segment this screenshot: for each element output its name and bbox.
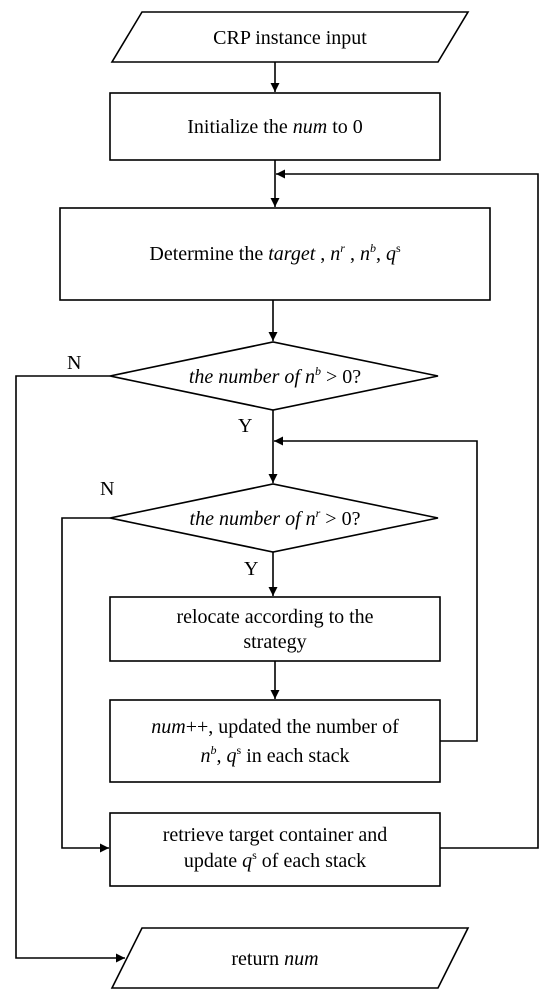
- relocate-label-line2: strategy: [243, 631, 306, 653]
- determine-box: [59, 207, 491, 301]
- decision-nr-label: the number of nr > 0?: [190, 506, 361, 530]
- retrieve-label-line1: retrieve target container and: [163, 824, 388, 846]
- init-label: Initialize the num to 0: [187, 116, 363, 138]
- decision-nb-label: the number of nb > 0?: [189, 364, 361, 388]
- arrow-update-loop-back: [274, 436, 478, 742]
- init-box: [109, 92, 441, 161]
- retrieve-label-line2: update qs of each stack: [184, 848, 366, 872]
- arrow-retrieve-loop-back: [276, 169, 539, 849]
- label-y-outer: Y: [238, 415, 252, 437]
- label-n-outer: N: [67, 352, 81, 374]
- arrow-decision-nr-no: [61, 517, 110, 853]
- label-n-inner: N: [100, 478, 114, 500]
- input-label: CRP instance input: [213, 27, 367, 49]
- return-label: return num: [231, 948, 318, 970]
- input-parallelogram: [110, 11, 470, 63]
- arrow-decision-nb-no: [15, 375, 125, 963]
- retrieve-box: [109, 812, 441, 887]
- return-parallelogram: [110, 927, 470, 989]
- relocate-box: [109, 596, 441, 662]
- determine-label: Determine the target , nr , nb, qs: [149, 241, 401, 265]
- decision-nb-diamond: [109, 341, 439, 411]
- label-y-inner: Y: [244, 558, 258, 580]
- relocate-label-line1: relocate according to the: [176, 606, 373, 628]
- update-label-line1: num++, updated the number of: [151, 716, 399, 738]
- update-box: [109, 699, 441, 783]
- update-label-line2: nb, qs in each stack: [201, 743, 350, 767]
- decision-nr-diamond: [109, 483, 439, 553]
